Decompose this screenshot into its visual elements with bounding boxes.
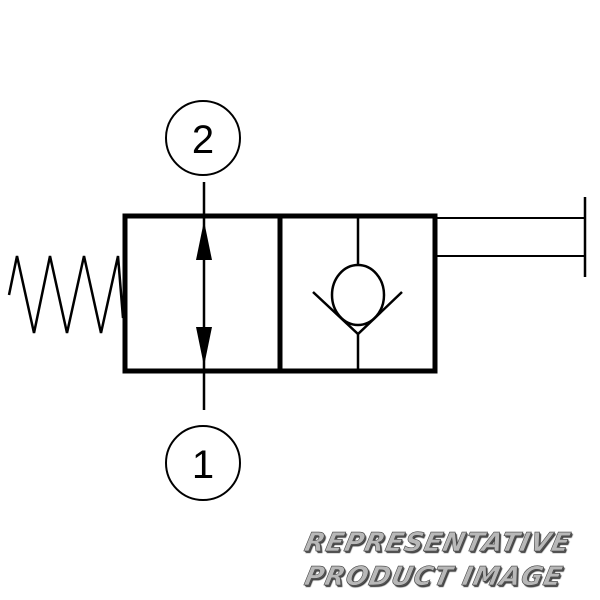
port-2-circle: [165, 100, 241, 176]
port-2-label: 2: [192, 118, 214, 162]
arrow-down-icon: [196, 327, 212, 366]
watermark-line-1: REPRESENTATIVE: [301, 528, 574, 559]
check-valve-seat: [312, 291, 403, 336]
check-valve-ball: [330, 263, 386, 327]
watermark-line-2: PRODUCT IMAGE: [301, 562, 566, 593]
port-1-label: 1: [192, 443, 214, 487]
spring-symbol: [7, 255, 125, 334]
port-1-circle: [165, 425, 241, 501]
arrow-up-icon: [196, 221, 212, 260]
